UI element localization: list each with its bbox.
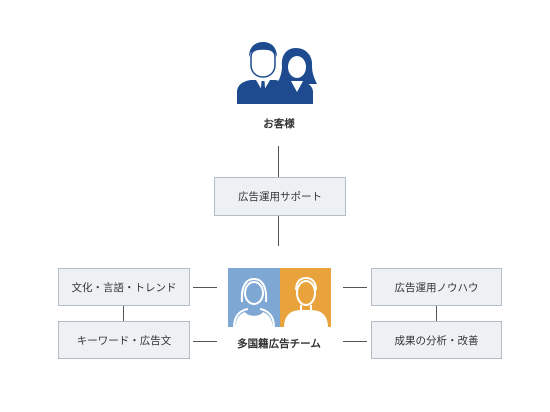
right-box-analysis: 成果の分析・改善: [371, 321, 502, 359]
customers-icon: [237, 42, 317, 104]
support-label: 広告運用サポート: [238, 191, 322, 203]
right-box-analysis-label: 成果の分析・改善: [394, 334, 479, 347]
connector-left-bottom: [193, 341, 217, 342]
connector-left-vertical: [123, 306, 124, 321]
connector-support-team: [278, 216, 279, 246]
right-box-knowhow: 広告運用ノウハウ: [371, 268, 502, 306]
team-photo: [228, 268, 331, 327]
left-box-culture: 文化・言語・トレンド: [58, 268, 190, 306]
support-box: 広告運用サポート: [214, 177, 346, 216]
connector-customer-support: [278, 146, 279, 178]
right-box-knowhow-label: 広告運用ノウハウ: [394, 281, 479, 294]
team-label: 多国籍広告チーム: [237, 338, 321, 350]
connector-right-bottom: [343, 341, 367, 342]
left-box-keywords: キーワード・広告文: [58, 321, 190, 359]
team-members-icon: [228, 268, 331, 327]
left-box-culture-label: 文化・言語・トレンド: [71, 281, 177, 294]
connector-right-vertical: [436, 306, 437, 321]
connector-left-top: [193, 287, 217, 288]
customer-label: お客様: [263, 118, 295, 130]
connector-right-top: [343, 287, 367, 288]
left-box-keywords-label: キーワード・広告文: [76, 334, 172, 347]
